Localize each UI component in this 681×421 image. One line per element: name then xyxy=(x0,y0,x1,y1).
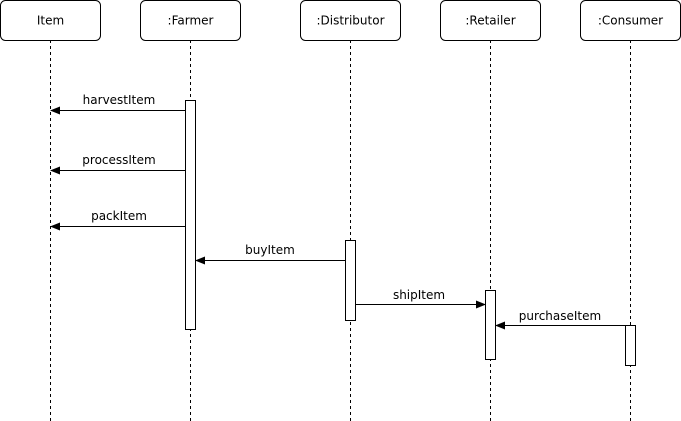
lifeline-consumer-label: :Consumer xyxy=(598,14,663,28)
lifeline-consumer[interactable]: :Consumer xyxy=(580,0,681,41)
farmer-activation-bar[interactable] xyxy=(185,100,196,330)
lifeline-distributor-label: :Distributor xyxy=(316,14,384,28)
consumer-activation-bar[interactable] xyxy=(625,325,636,366)
message-buy-item-label: buyItem xyxy=(245,243,295,257)
message-pack-item-label: packItem xyxy=(91,209,147,223)
message-harvest-item[interactable]: harvestItem xyxy=(50,93,186,115)
lifeline-distributor[interactable]: :Distributor xyxy=(300,0,401,41)
lifeline-retailer[interactable]: :Retailer xyxy=(440,0,541,41)
message-process-item-label: processItem xyxy=(82,153,155,167)
lifeline-item-label: Item xyxy=(37,14,64,28)
lifeline-distributor-box[interactable] xyxy=(300,0,401,41)
message-process-item[interactable]: processItem xyxy=(50,153,186,175)
lifeline-farmer-label: :Farmer xyxy=(168,14,214,28)
message-harvest-item-label: harvestItem xyxy=(83,93,156,107)
message-ship-item[interactable]: shipItem xyxy=(355,288,486,309)
messages: harvestItem processItem packItem buyItem… xyxy=(50,93,626,330)
message-ship-item-label: shipItem xyxy=(393,288,445,302)
message-purchase-item-label: purchaseItem xyxy=(519,309,601,323)
activation-bars xyxy=(185,100,636,366)
retailer-activation-bar[interactable] xyxy=(485,290,496,360)
message-purchase-item[interactable]: purchaseItem xyxy=(495,309,626,330)
message-buy-item[interactable]: buyItem xyxy=(195,243,346,265)
lifeline-farmer[interactable]: :Farmer xyxy=(140,0,241,41)
lifeline-item-box[interactable] xyxy=(0,0,101,41)
lifeline-retailer-label: :Retailer xyxy=(465,14,515,28)
message-pack-item[interactable]: packItem xyxy=(50,209,186,231)
lifeline-farmer-box[interactable] xyxy=(140,0,241,41)
lifeline-headers: Item :Farmer :Distributor :Retailer :Con… xyxy=(0,0,681,41)
lifeline-item[interactable]: Item xyxy=(0,0,101,41)
distributor-activation-bar[interactable] xyxy=(345,240,356,321)
lifeline-retailer-box[interactable] xyxy=(440,0,541,41)
